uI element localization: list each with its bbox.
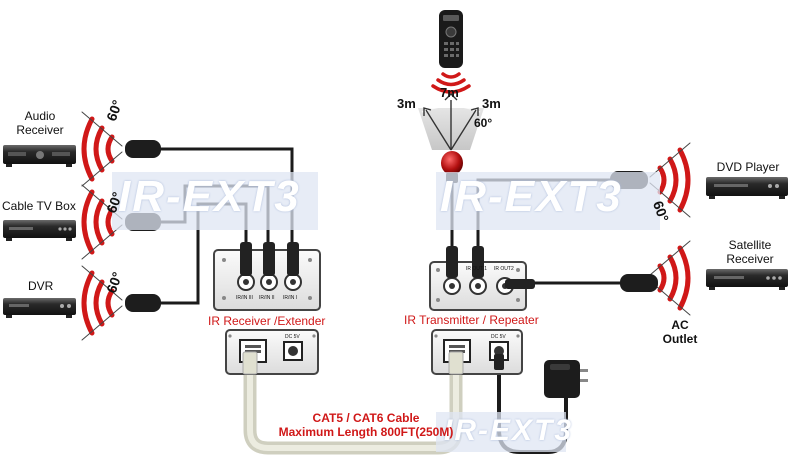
cable-caption-line1: CAT5 / CAT6 Cable	[312, 411, 420, 425]
transmitter-unit-top	[429, 246, 535, 311]
range-angle: 60°	[474, 116, 493, 130]
dvd-player-device	[706, 177, 788, 199]
ir-waves-dvr	[81, 265, 123, 341]
power-adapter	[544, 360, 588, 398]
watermark-right: IR-EXT3	[440, 172, 623, 221]
port-transmitter-2: IR OUT2	[494, 266, 514, 272]
satellite-receiver-device	[706, 269, 788, 290]
port-receiver-3: IR/IN III	[236, 295, 253, 301]
dc-label-receiver: DC 5V	[285, 334, 300, 340]
receiver-unit-bottom	[225, 329, 319, 375]
watermark-band-left	[112, 172, 318, 230]
cable-caption-line2: Maximum Length 800FT(250M)	[278, 425, 454, 439]
label-audio-receiver: Audio Receiver	[16, 109, 64, 137]
transmitter-title: IR Transmitter / Repeater	[404, 313, 539, 327]
label-ac-outlet: AC Outlet	[662, 318, 698, 346]
label-dvr: DVR	[28, 279, 54, 293]
cable-tv-box-device	[3, 220, 76, 241]
port-receiver-2: IR/IN II	[259, 295, 275, 301]
watermark-left: IR-EXT3	[118, 172, 301, 221]
watermark-bottom: IR-EXT3	[444, 414, 574, 447]
receiver-title: IR Receiver /Extender	[208, 314, 326, 328]
reception-fan	[418, 93, 484, 151]
range-left: 3m	[397, 96, 416, 111]
range-right: 3m	[482, 96, 501, 111]
port-receiver-1: IR/IN I	[283, 295, 298, 301]
range-center: 7m	[440, 85, 459, 100]
emitter-dvr	[125, 294, 161, 312]
label-cable-tv-box: Cable TV Box	[2, 199, 76, 213]
ir-waves-dvd	[649, 142, 691, 218]
watermark-band-right	[436, 172, 660, 230]
ir-waves-cabletv	[81, 184, 123, 260]
remote-control	[439, 10, 463, 68]
port-transmitter-1: IR OUT 1	[466, 266, 488, 272]
label-dvd-player: DVD Player	[716, 160, 780, 174]
ir-waves-audio	[81, 111, 123, 187]
receiver-unit-top	[213, 242, 321, 311]
label-satellite-receiver: Satellite Receiver	[726, 238, 774, 266]
emitter-satellite	[620, 274, 658, 292]
transmitter-unit-bottom	[431, 329, 523, 375]
dc-label-transmitter: DC 5V	[491, 334, 506, 340]
audio-receiver-device	[3, 145, 76, 167]
dvr-device	[3, 298, 76, 318]
watermark-band-bottom	[436, 412, 566, 452]
remote-ir-waves	[431, 72, 471, 94]
emitter-audio	[125, 140, 161, 158]
